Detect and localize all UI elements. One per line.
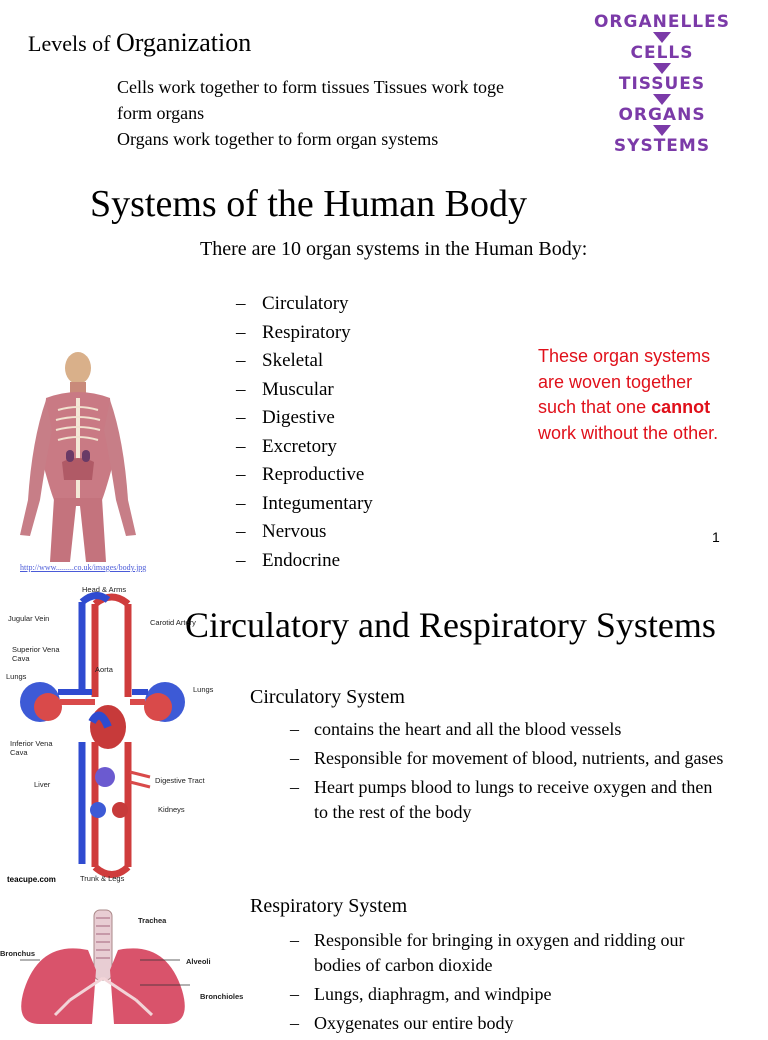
diagram-label: Digestive Tract [155, 776, 205, 785]
diagram-label: Bronchioles [200, 992, 244, 1001]
hierarchy-level: CELLS [630, 43, 694, 63]
systems-title: Systems of the Human Body [90, 183, 527, 225]
list-item: –Endocrine [236, 549, 341, 571]
hierarchy-level: ORGANELLES [593, 12, 730, 32]
diagram-label: Head & Arms [82, 585, 127, 594]
list-item: –Excretory [236, 435, 337, 457]
respiratory-heading: Respiratory System [250, 895, 408, 917]
list-item: –Skeletal [236, 350, 324, 371]
down-arrow-icon [653, 125, 671, 136]
down-arrow-icon [653, 32, 671, 43]
levels-text: Cells work together to form tissues Tiss… [117, 74, 577, 152]
list-item: contains the heart and all the blood ves… [290, 717, 730, 742]
systems-intro: There are 10 organ systems in the Human … [200, 238, 588, 260]
diagram-label: Aorta [95, 665, 113, 674]
diagram-label: Liver [34, 780, 51, 789]
diagram-label: Jugular Vein [8, 614, 50, 623]
image-source-link[interactable]: http://www.........co.uk/images/body.jpg [20, 563, 147, 572]
levels-line: form organs [117, 103, 205, 123]
diagram-label: Trunk & Legs [80, 874, 125, 883]
list-item: Heart pumps blood to lungs to receive ox… [290, 775, 730, 825]
list-item: –Nervous [236, 521, 327, 542]
hierarchy-level: ORGANS [618, 105, 706, 125]
levels-title: Levels of Organization [28, 28, 251, 58]
circulatory-bullets: contains the heart and all the blood ves… [290, 717, 730, 829]
levels-title-prefix: Levels of [28, 31, 116, 56]
human-body-illustration [20, 352, 136, 562]
levels-title-main: Organization [115, 28, 252, 57]
list-item: Responsible for bringing in oxygen and r… [290, 928, 730, 978]
list-item: –Muscular [236, 378, 334, 400]
list-item: Responsible for movement of blood, nutri… [290, 746, 730, 771]
levels-line: Cells work together to form tissues Tiss… [117, 77, 504, 97]
organization-hierarchy: ORGANELLES CELLS TISSUES ORGANS SYSTEMS [592, 12, 732, 156]
list-item: –Circulatory [236, 293, 349, 314]
diagram-label: Alveoli [186, 957, 211, 966]
diagram-label: Inferior Vena [10, 739, 53, 748]
hierarchy-level: TISSUES [618, 74, 706, 94]
systems-list: –Circulatory –Respiratory –Skeletal –Mus… [236, 290, 373, 575]
diagram-label: Cava [10, 748, 28, 757]
circulatory-heading: Circulatory System [250, 686, 405, 708]
levels-line: Organs work together to form organ syste… [117, 129, 439, 149]
diagram-label: Carotid Artery [150, 618, 196, 627]
diagram-source: teacupe.com [7, 875, 56, 884]
diagram-label: Superior Vena [12, 645, 60, 654]
list-item: –Integumentary [236, 492, 373, 514]
list-item: Lungs, diaphragm, and windpipe [290, 982, 730, 1007]
diagram-label: Bronchus [0, 949, 36, 958]
slide-number: 1 [712, 529, 720, 545]
diagram-label: Lungs [193, 685, 214, 694]
diagram-label: Trachea [138, 916, 167, 925]
down-arrow-icon [653, 94, 671, 105]
diagram-label: Lungs [6, 672, 27, 681]
hierarchy-level: SYSTEMS [613, 136, 711, 156]
circulation-loop-illustration [20, 592, 185, 878]
diagram-label: Cava [12, 654, 30, 663]
circ-resp-title: Circulatory and Respiratory Systems [185, 605, 716, 645]
diagram-label: Kidneys [158, 805, 185, 814]
list-item: –Digestive [236, 407, 335, 428]
circulatory-diagram: Head & Arms Jugular Vein Carotid Artery … [0, 582, 225, 887]
woven-note: These organ systems are woven together s… [538, 346, 719, 443]
lungs-drawing [20, 909, 190, 1024]
down-arrow-icon [653, 63, 671, 74]
respiratory-bullets: Responsible for bringing in oxygen and r… [290, 928, 730, 1040]
list-item: –Respiratory [236, 321, 351, 343]
list-item: –Reproductive [236, 464, 365, 485]
lungs-illustration: Trachea Bronchus Alveoli Bronchioles [0, 900, 260, 1024]
